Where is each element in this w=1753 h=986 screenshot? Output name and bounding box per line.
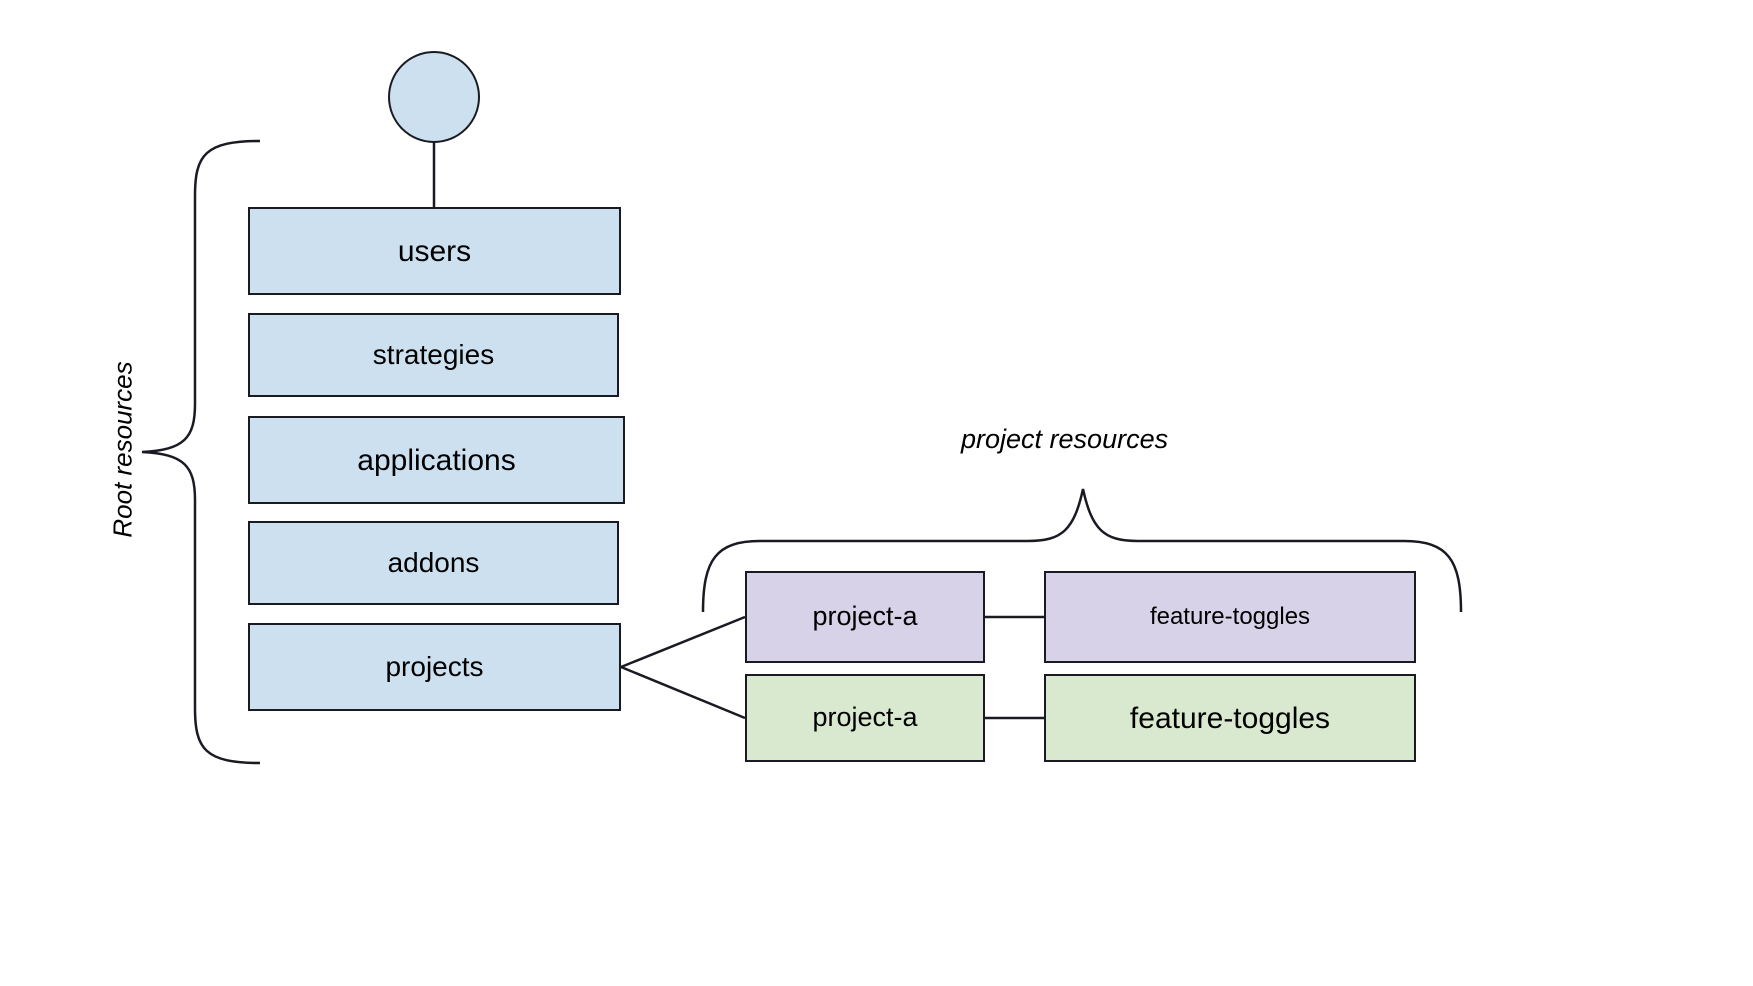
node-applications[interactable]: applications	[248, 416, 625, 504]
node-addons-label: addons	[387, 546, 480, 578]
edge-projects-to-project-a-green	[620, 665, 746, 720]
node-project-a-purple[interactable]: project-a	[745, 571, 985, 663]
node-project-a-green[interactable]: project-a	[745, 674, 985, 762]
project-resources-label: project resources	[961, 424, 1169, 454]
node-feature-toggles-purple[interactable]: feature-toggles	[1044, 571, 1416, 663]
node-projects-label: projects	[385, 650, 484, 682]
node-users-label: users	[397, 234, 472, 268]
node-applications-label: applications	[357, 443, 516, 477]
node-project-a-green-label: project-a	[812, 702, 918, 733]
node-users[interactable]: users	[248, 207, 621, 295]
node-feature-toggles-green-label: feature-toggles	[1129, 701, 1331, 735]
root-circle-node[interactable]	[388, 51, 480, 143]
node-projects[interactable]: projects	[248, 623, 621, 711]
node-feature-toggles-purple-label: feature-toggles	[1149, 602, 1311, 630]
root-resources-brace	[141, 139, 261, 765]
node-strategies-label: strategies	[372, 338, 495, 370]
node-project-a-purple-label: project-a	[812, 601, 918, 632]
node-feature-toggles-green[interactable]: feature-toggles	[1044, 674, 1416, 762]
edge-projects-to-project-a-purple	[620, 615, 746, 669]
root-resources-label: Root resources	[107, 361, 138, 538]
node-strategies[interactable]: strategies	[248, 313, 619, 397]
node-addons[interactable]: addons	[248, 521, 619, 605]
